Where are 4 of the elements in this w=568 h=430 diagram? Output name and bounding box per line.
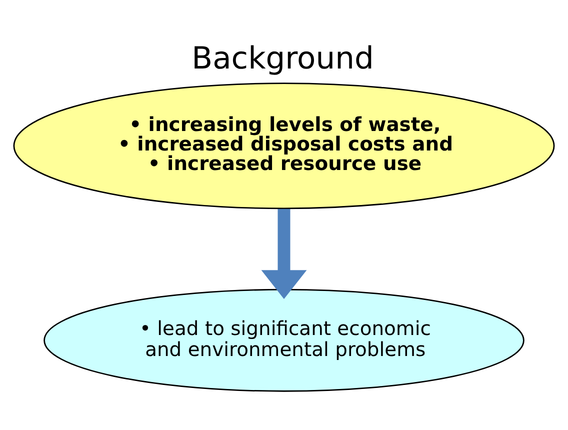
diagram-title: Background [192, 42, 374, 77]
node-ellipse: • increasing levels of waste, • increased disposal costs and • increased resource use [13, 82, 555, 210]
node-ellipse: • lead to significant economic and environmental problems [44, 288, 524, 392]
arrow [261, 208, 307, 299]
